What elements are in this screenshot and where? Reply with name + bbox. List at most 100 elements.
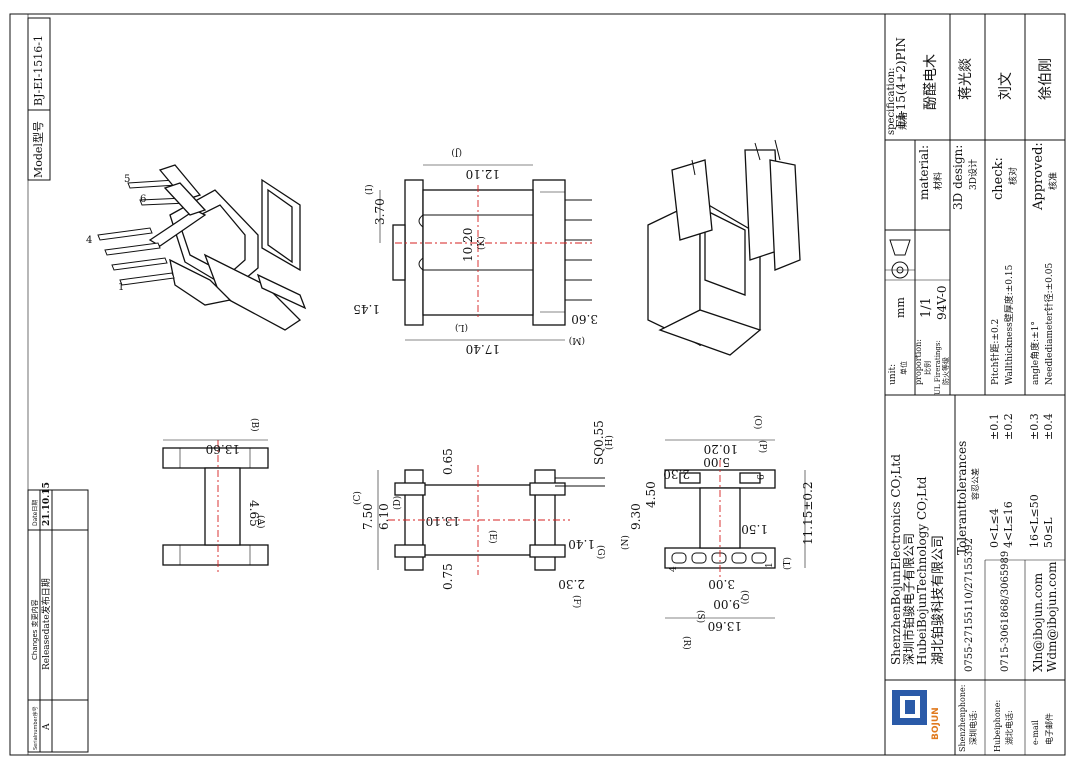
email-2: Wdm@ibojun.com: [1045, 561, 1059, 672]
material-value: 酚醛电木: [923, 54, 939, 110]
proportion-value: 1/1: [919, 297, 934, 318]
model-label: Model型号: [31, 121, 45, 178]
rev-header-changes: Changes 变更内容: [30, 599, 39, 660]
bottom-view: 10.20 (O) 5.00 (P) 2.30 4.50 9.30 (N) 1.…: [620, 415, 815, 650]
dim-bottom-4-50: 4.50: [644, 481, 658, 508]
dim-front-ref-g: (G): [595, 545, 606, 559]
hubei-phone-label: Hubeiphone:: [993, 700, 1002, 752]
shenzhen-phone: 0755-27155110/27155392: [964, 538, 975, 672]
pin-label-6: 6: [140, 194, 146, 205]
rev-serial: A: [42, 723, 52, 731]
dim-front-ref-f: (F): [571, 595, 582, 608]
tol-range-3: 16<L≤50: [1028, 494, 1041, 548]
dim-top-1-45: 1.45: [353, 302, 380, 316]
projection-symbol-icon: [885, 239, 915, 279]
design-value: 蒋光燚: [958, 58, 974, 100]
tolerance-title-cn: 容忍公差: [970, 468, 980, 500]
hubei-phone: 0715-3061868/3065989: [1000, 551, 1011, 672]
check-label: check:: [991, 157, 1006, 200]
logo-text: BOJUN: [931, 707, 941, 740]
tol-value-2: ±0.2: [1002, 413, 1015, 440]
material-cn: 材料: [932, 172, 944, 190]
dim-top-12-10: 12.10: [466, 167, 500, 181]
dim-bottom-ref-o: (O): [752, 415, 763, 429]
unit-value: mm: [894, 297, 907, 318]
email-label: e-mail: [1031, 720, 1040, 745]
dim-front-0-65: 0.65: [441, 448, 455, 475]
rev-header-serial: Serialnumber序号: [32, 706, 39, 750]
dim-front-ref-h: (H): [604, 435, 615, 450]
iso-view-left: 5 6 4 1: [86, 164, 307, 331]
dim-bottom-ref-q: (Q): [739, 590, 750, 604]
dim-front-7-50: 7.50: [361, 503, 375, 530]
dim-top-ref-m: (M): [569, 335, 585, 346]
note-pitch: Pitch针距:±0.2: [989, 319, 1001, 385]
dim-bottom-ref-s: (S): [695, 610, 706, 623]
dim-left-4-65: 4.65: [247, 500, 261, 527]
dim-top-3-60: 3.60: [571, 312, 598, 326]
tol-range-2: 4<L≤16: [1002, 501, 1015, 548]
dim-bottom-1-50: 1.50: [741, 522, 768, 536]
design-label: 3D design:: [951, 145, 965, 210]
dim-bottom-ref-r: (R): [681, 636, 692, 650]
tol-range-4: 50≤L: [1042, 517, 1055, 548]
dim-front-sq0-55: SQ0.55: [592, 420, 606, 465]
check-cn: 核对: [1007, 167, 1019, 185]
dim-front-13-10: 13.10: [426, 514, 460, 528]
dim-top-17-40: 17.40: [466, 342, 500, 356]
dim-bottom-3-00: 3.00: [708, 577, 735, 591]
proportion-label: proportion:: [914, 339, 923, 385]
revision-table: Serialnumber序号 Changes 变更内容 Date日期 A Rel…: [27, 482, 89, 753]
dim-top-ref-l: (L): [455, 322, 468, 333]
company-hubei-en: HubeiBojunTechnology CO;Ltd: [915, 476, 929, 665]
dim-bottom-9-00: 9.00: [713, 597, 740, 611]
unit-cn: 单位: [899, 361, 908, 375]
specification-label: specification:: [886, 67, 897, 135]
dim-bottom-5-00: 5.00: [703, 455, 730, 469]
dim-top-10-20: 10.20: [461, 228, 475, 262]
tol-range-1: 0<L≤4: [988, 508, 1001, 548]
dim-front-0-75: 0.75: [441, 563, 455, 590]
tolerance-title: Toleranttolerances: [955, 441, 969, 555]
title-block: BOJUN ShenzhenBojunElectronics CO;Ltd 深圳…: [884, 13, 1066, 756]
side-view-left: 13.60 (B) 4.65 (A): [162, 418, 269, 575]
top-view: 12.10 (J) 3.70 (I) 10.20 (K) 1.45 17.40 …: [353, 147, 598, 356]
rev-header-date: Date日期: [31, 500, 39, 526]
dim-bottom-ref-p: (P): [757, 440, 768, 453]
dim-bottom-2-30: 2.30: [663, 467, 690, 481]
rev-date: 21.10.15: [42, 482, 52, 526]
model-box: Model型号 BJ-EI-1516-1: [27, 17, 51, 181]
dim-front-2-30: 2.30: [558, 577, 585, 591]
dim-front-ref-e: (E): [487, 530, 498, 544]
email-cn: 电子邮件: [1044, 713, 1054, 745]
dim-left-13-60: 13.60: [206, 442, 240, 456]
dim-front-6-10: 6.10: [377, 503, 391, 530]
dim-bottom-10-20: 10.20: [704, 442, 738, 456]
rev-changes: Releasedate发布日期: [40, 578, 52, 670]
pin-label-1: 1: [118, 282, 124, 293]
dim-left-ref-b: (B): [249, 418, 260, 432]
bojun-logo: BOJUN: [892, 690, 941, 740]
dim-top-ref-i: (I): [364, 184, 375, 195]
design-cn: 3D设计: [967, 159, 979, 190]
company-shenzhen-en: ShenzhenBojunElectronics CO;Ltd: [889, 454, 903, 665]
approved-label: Approved:: [1031, 142, 1046, 211]
iso-view-right: [647, 139, 801, 356]
company-shenzhen-cn: 深圳市铂骏电子有限公司: [901, 533, 916, 665]
dim-top-ref-k: (K): [476, 236, 487, 250]
tol-value-1: ±0.1: [988, 413, 1001, 440]
specification-cn: 规格: [897, 112, 909, 130]
approved-cn: 核准: [1047, 172, 1059, 190]
dim-bottom-ref-n: (N): [620, 535, 631, 550]
approved-value: 徐伯刚: [1038, 58, 1054, 100]
note-wall: Wallthickness壁厚度:±0.15: [1003, 264, 1015, 385]
dim-bottom-13-60: 13.60: [708, 619, 742, 633]
dim-left-ref-a: (A): [255, 515, 266, 529]
ul-value: 94V-0: [935, 285, 949, 320]
unit-label: unit:: [888, 364, 898, 385]
shenzhen-phone-cn: 深圳电话:: [968, 710, 978, 745]
tol-value-3: ±0.3: [1028, 413, 1041, 440]
bottom-pin-1: 1: [765, 562, 775, 568]
dim-bottom-9-30: 9.30: [629, 503, 643, 530]
